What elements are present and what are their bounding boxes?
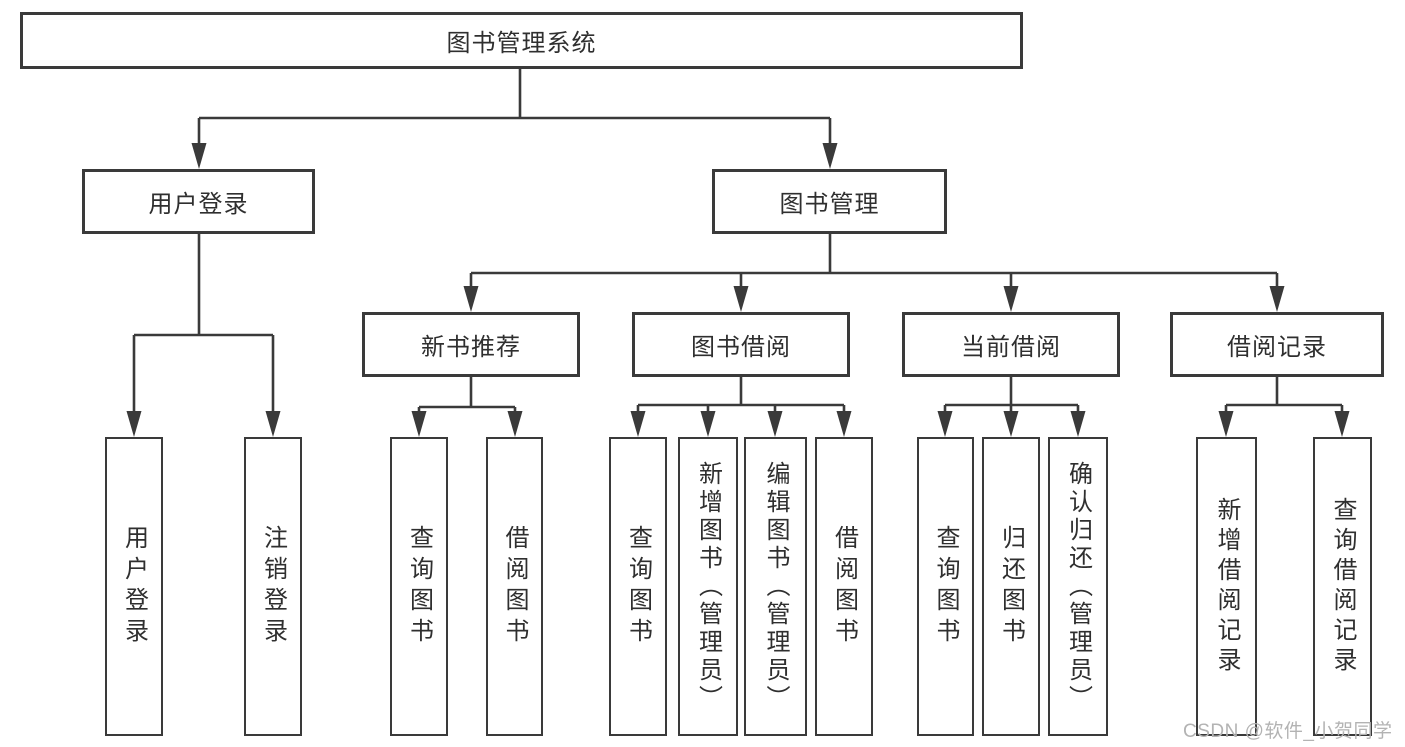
node-current-borrow: 当前借阅: [902, 312, 1120, 377]
node-book-mgmt: 图书管理: [712, 169, 947, 234]
leaf-br-query-record: 查询借阅记录: [1313, 437, 1372, 736]
leaf-br-query-record-label: 查询借阅记录: [1329, 496, 1356, 677]
csdn-watermark: CSDN @软件_小贺同学: [1183, 721, 1393, 742]
leaf-cb-return-books-label: 归还图书: [997, 524, 1025, 649]
connectors-new-book-rec: [411, 377, 523, 437]
leaf-bb-borrow-books-label: 借阅图书: [830, 524, 858, 649]
leaf-cb-return-books: 归还图书: [982, 437, 1040, 736]
node-current-borrow-label: 当前借阅: [961, 334, 1061, 361]
leaf-user-login: 用户登录: [105, 437, 163, 736]
leaf-cb-query-books: 查询图书: [917, 437, 974, 736]
leaf-nbr-borrow-books-label: 借阅图书: [501, 524, 528, 649]
leaf-nbr-borrow-books: 借阅图书: [486, 437, 543, 736]
leaf-bb-add-books-admin-label: 新增图书（管理员）: [694, 460, 722, 713]
leaf-bb-query-books: 查询图书: [609, 437, 667, 736]
connectors-user-login: [126, 234, 281, 437]
node-borrow-record-label: 借阅记录: [1227, 334, 1327, 361]
connectors-borrow-record: [1218, 377, 1350, 437]
connectors-book-borrow: [630, 377, 852, 437]
leaf-bb-edit-books-admin-label: 编辑图书（管理员）: [762, 460, 789, 713]
leaf-nbr-query-books: 查询图书: [390, 437, 448, 736]
leaf-nbr-query-books-label: 查询图书: [405, 524, 433, 649]
node-root: 图书管理系统: [20, 12, 1023, 69]
node-root-label: 图书管理系统: [446, 30, 597, 57]
node-new-book-rec: 新书推荐: [362, 312, 580, 377]
leaf-cb-query-books-label: 查询图书: [932, 524, 959, 649]
leaf-br-add-record: 新增借阅记录: [1196, 437, 1257, 736]
node-book-borrow: 图书借阅: [632, 312, 850, 377]
leaf-bb-edit-books-admin: 编辑图书（管理员）: [744, 437, 807, 736]
leaf-bb-query-books-label: 查询图书: [624, 524, 652, 649]
connectors-current-borrow: [937, 377, 1086, 437]
leaf-cb-confirm-return-admin-label: 确认归还（管理员）: [1064, 460, 1092, 713]
leaf-cb-confirm-return-admin: 确认归还（管理员）: [1048, 437, 1108, 736]
node-borrow-record: 借阅记录: [1170, 312, 1384, 377]
leaf-logout-label: 注销登录: [259, 524, 287, 649]
node-book-borrow-label: 图书借阅: [691, 334, 791, 361]
connectors-book-mgmt: [463, 234, 1285, 312]
leaf-bb-borrow-books: 借阅图书: [815, 437, 873, 736]
leaf-user-login-label: 用户登录: [120, 524, 148, 649]
leaf-br-add-record-label: 新增借阅记录: [1213, 496, 1240, 677]
leaf-logout: 注销登录: [244, 437, 302, 736]
connectors-root: [191, 69, 838, 169]
node-user-login: 用户登录: [82, 169, 315, 234]
node-user-login-label: 用户登录: [148, 191, 249, 218]
leaf-bb-add-books-admin: 新增图书（管理员）: [678, 437, 738, 736]
node-new-book-rec-label: 新书推荐: [421, 334, 521, 361]
node-book-mgmt-label: 图书管理: [779, 191, 880, 218]
